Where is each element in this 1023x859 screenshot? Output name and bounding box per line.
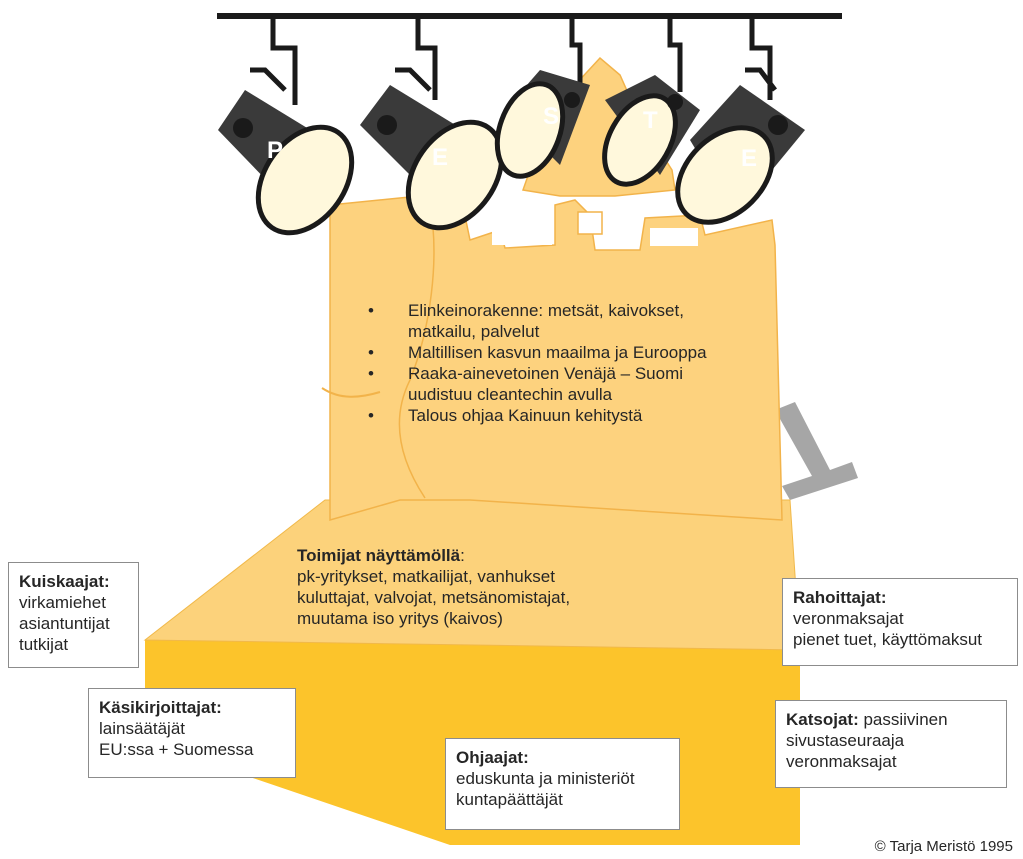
light-label-e2: E bbox=[741, 145, 758, 172]
light-label-e: E bbox=[432, 144, 449, 171]
castle-bullet: Raaka-ainevetoinen Venäjä – Suomi uudist… bbox=[368, 363, 788, 405]
box-line: tutkijat bbox=[19, 635, 69, 654]
light-label-s: S bbox=[543, 103, 560, 130]
box-title: Ohjaajat: bbox=[456, 748, 529, 767]
box-line: lainsäätäjät bbox=[99, 719, 186, 738]
box-kasikirjoittajat: Käsikirjoittajat: lainsäätäjät EU:ssa + … bbox=[88, 688, 296, 778]
box-line: asiantuntijat bbox=[19, 614, 110, 633]
box-title: Rahoittajat: bbox=[793, 588, 887, 607]
box-kuiskaajat: Kuiskaajat: virkamiehet asiantuntijat tu… bbox=[8, 562, 139, 668]
castle-bullet-text: Maltillisen kasvun maailma ja Eurooppa bbox=[408, 343, 707, 362]
castle-bullet-text: matkailu, palvelut bbox=[408, 322, 540, 341]
castle-bullet-list: Elinkeinorakenne: metsät, kaivokset, mat… bbox=[368, 300, 788, 426]
castle-notch bbox=[492, 225, 552, 245]
box-line: virkamiehet bbox=[19, 593, 106, 612]
castle-bullet: Maltillisen kasvun maailma ja Eurooppa bbox=[368, 342, 788, 363]
actors-line: muutama iso yritys (kaivos) bbox=[297, 609, 503, 628]
castle-bullet-text: Elinkeinorakenne: metsät, kaivokset, bbox=[408, 301, 684, 320]
stage-stand bbox=[775, 402, 858, 500]
castle-window bbox=[577, 211, 603, 235]
copyright: © Tarja Meristö 1995 bbox=[874, 838, 1013, 855]
light-rail bbox=[217, 13, 842, 19]
castle-bullet: Elinkeinorakenne: metsät, kaivokset, mat… bbox=[368, 300, 788, 342]
box-ohjaajat: Ohjaajat: eduskunta ja ministeriöt kunta… bbox=[445, 738, 680, 830]
actors-heading: Toimijat näyttämöllä: bbox=[297, 545, 570, 566]
spotlight-e1 bbox=[360, 19, 505, 231]
light-label-t: T bbox=[643, 107, 658, 134]
actors-title: Toimijat näyttämöllä bbox=[297, 546, 461, 565]
box-line: sivustaseuraaja bbox=[786, 731, 905, 750]
actors-text: Toimijat näyttämöllä: pk-yritykset, matk… bbox=[297, 545, 570, 629]
box-line: veronmaksajat bbox=[793, 609, 904, 628]
box-line: veronmaksajat bbox=[786, 752, 897, 771]
castle-bullet-text: Raaka-ainevetoinen Venäjä – Suomi bbox=[408, 364, 684, 383]
box-line: EU:ssa + Suomessa bbox=[99, 740, 254, 759]
box-katsojat: Katsojat: passiivinen sivustaseuraaja ve… bbox=[775, 700, 1007, 788]
castle-bullet-text: Talous ohjaa Kainuun kehitystä bbox=[408, 406, 643, 425]
spotlight-p bbox=[218, 19, 355, 236]
box-title: Kuiskaajat: bbox=[19, 572, 110, 591]
box-heading-line: Katsojat: passiivinen bbox=[786, 709, 996, 730]
spotlight-t bbox=[602, 19, 700, 187]
actors-line: pk-yritykset, matkailijat, vanhukset bbox=[297, 567, 555, 586]
spotlight-s bbox=[494, 19, 590, 179]
actors-line: kuluttajat, valvojat, metsänomistajat, bbox=[297, 588, 571, 607]
castle-notch bbox=[650, 228, 698, 246]
light-label-p: P bbox=[267, 137, 284, 164]
spotlight-e2 bbox=[675, 19, 805, 225]
box-rahoittajat: Rahoittajat: veronmaksajat pienet tuet, … bbox=[782, 578, 1018, 666]
box-line: pienet tuet, käyttömaksut bbox=[793, 630, 982, 649]
box-line: kuntapäättäjät bbox=[456, 790, 563, 809]
castle-bullet-text: uudistuu cleantechin avulla bbox=[408, 385, 613, 404]
box-line: eduskunta ja ministeriöt bbox=[456, 769, 635, 788]
castle-bullet: Talous ohjaa Kainuun kehitystä bbox=[368, 405, 788, 426]
box-inline-text: passiivinen bbox=[863, 710, 948, 729]
box-title: Käsikirjoittajat: bbox=[99, 698, 222, 717]
actors-colon: : bbox=[460, 546, 465, 565]
box-title: Katsojat: bbox=[786, 710, 859, 729]
